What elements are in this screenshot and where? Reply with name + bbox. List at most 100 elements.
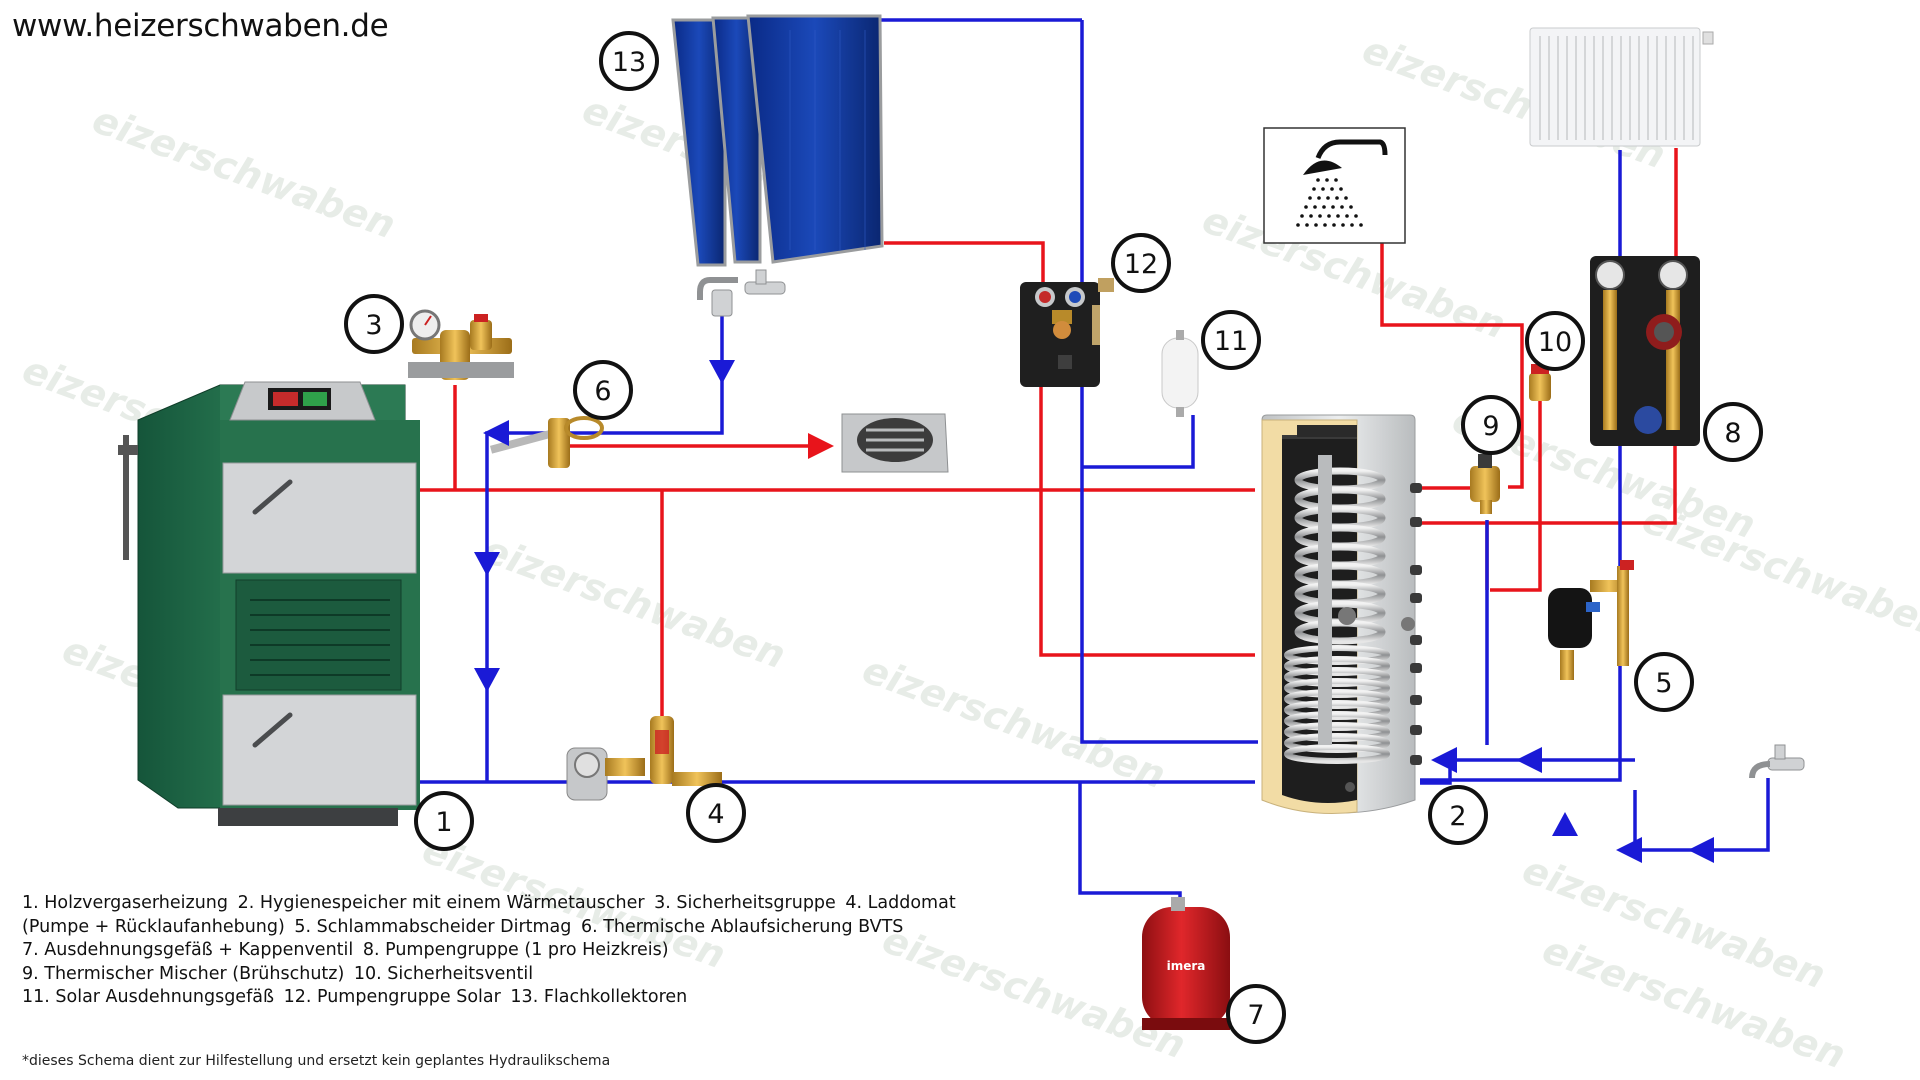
badge-1: 1 — [414, 791, 474, 851]
shower-drop — [1344, 196, 1348, 200]
dirt-separator — [1548, 560, 1634, 680]
shower-drop — [1318, 214, 1322, 218]
badge-label: 7 — [1247, 1000, 1264, 1031]
expansion-vessel: imera — [1142, 897, 1230, 1030]
safety-valve-line — [1490, 398, 1542, 592]
vessel-brand-label: imera — [1167, 959, 1206, 973]
tap-top — [697, 269, 786, 317]
solar-return-up — [1080, 20, 1258, 744]
solar-exp-branch — [1082, 415, 1195, 469]
shower-drop — [1322, 205, 1326, 209]
flow-arrow — [1688, 837, 1714, 863]
flow-arrow — [1616, 837, 1642, 863]
tank-port — [1410, 565, 1422, 575]
badge-label: 10 — [1538, 327, 1572, 358]
solar-supply-down — [1039, 385, 1255, 657]
shower-drop — [1313, 205, 1317, 209]
shower-drop — [1314, 223, 1318, 227]
flow-arrow — [1431, 747, 1457, 773]
tank-port — [1410, 593, 1422, 603]
shower-drop — [1334, 178, 1338, 182]
legend: 1. Holzvergaserheizung 2. Hygienespeiche… — [22, 892, 956, 1010]
badge-11: 11 — [1201, 310, 1261, 370]
solar-supply — [884, 241, 1045, 285]
shower-drop — [1332, 223, 1336, 227]
shower-drop — [1340, 205, 1344, 209]
flow-arrows — [474, 360, 1714, 863]
shower-drop — [1296, 223, 1300, 227]
safety-group — [408, 309, 514, 380]
legend-item-13: 13. Flachkollektoren — [510, 987, 688, 1007]
badge-label: 3 — [365, 310, 382, 341]
badge-5: 5 — [1634, 652, 1694, 712]
legend-item-9: 9. Thermischer Mischer (Brühschutz) — [22, 963, 345, 984]
badge-label: 13 — [612, 47, 646, 78]
flow-arrow — [709, 360, 735, 384]
shower-drop — [1326, 196, 1330, 200]
legend-item-4-cont: (Pumpe + Rücklaufanhebung) — [22, 916, 285, 937]
legend-item-10: 10. Sicherheitsventil — [353, 963, 534, 984]
shower-drop — [1339, 187, 1343, 191]
tank-port — [1410, 695, 1422, 705]
supply-pipes — [418, 148, 1678, 720]
heating-pump-group — [1590, 256, 1700, 446]
legend-item-5: 5. Schlammabscheider Dirtmag — [294, 916, 572, 937]
legend-item-8: 8. Pumpengruppe (1 pro Heizkreis) — [362, 940, 669, 960]
tank-port — [1410, 483, 1422, 493]
watermark-text: eizerschwaben — [1637, 497, 1920, 647]
shower-drop — [1345, 214, 1349, 218]
hygiene-storage-tank — [1261, 414, 1422, 814]
badge-label: 12 — [1124, 249, 1158, 280]
badge-label: 5 — [1655, 668, 1672, 699]
disclaimer: *dieses Schema dient zur Hilfestellung u… — [22, 1053, 611, 1069]
shower-drop — [1359, 223, 1363, 227]
tank-port — [1410, 755, 1422, 765]
shower-drop — [1316, 178, 1320, 182]
shower-drop — [1341, 223, 1345, 227]
thermal-discharge-valve — [489, 416, 604, 468]
legend-item-7: 7. Ausdehnungsgefäß + Kappenventil — [22, 940, 354, 960]
badge-2: 2 — [1428, 785, 1488, 845]
badge-4: 4 — [686, 783, 746, 843]
laddomat-unit — [566, 716, 722, 801]
badge-13: 13 — [599, 31, 659, 91]
badge-3: 3 — [344, 294, 404, 354]
shower-drop — [1323, 223, 1327, 227]
watermark-text: eizerschwaben — [87, 97, 401, 247]
badge-label: 11 — [1214, 326, 1248, 357]
shower-drop — [1308, 196, 1312, 200]
shower-drop — [1349, 205, 1353, 209]
solar-pump-station — [1020, 278, 1114, 387]
badge-9: 9 — [1461, 395, 1521, 455]
badge-6: 6 — [573, 360, 633, 420]
legend-item-12: 12. Pumpengruppe Solar — [283, 987, 501, 1007]
shower-drop — [1300, 214, 1304, 218]
badge-label: 4 — [707, 799, 724, 830]
tank-port — [1410, 663, 1422, 673]
watermark-text: eizerschwaben — [477, 527, 791, 677]
flow-arrow — [474, 552, 500, 576]
badge-10: 10 — [1525, 311, 1585, 371]
shower-drop — [1336, 214, 1340, 218]
watermark-text: eizerschwaben — [857, 647, 1171, 797]
legend-item-6: 6. Thermische Ablaufsicherung BVTS — [580, 916, 904, 937]
flow-arrow — [1516, 747, 1542, 773]
shower-drop — [1317, 196, 1321, 200]
shower-drop — [1350, 223, 1354, 227]
heating-supply — [1415, 440, 1677, 525]
legend-item-3: 3. Sicherheitsgruppe — [654, 893, 836, 913]
shower-drop — [1354, 214, 1358, 218]
badge-7: 7 — [1226, 984, 1286, 1044]
solar-expansion-vessel — [1161, 330, 1199, 417]
flow-arrow — [474, 668, 500, 692]
badge-8: 8 — [1703, 402, 1763, 462]
return-expansion-branch — [1078, 782, 1182, 902]
shower-box — [1263, 127, 1406, 244]
badge-12: 12 — [1111, 233, 1171, 293]
shower-drop — [1325, 178, 1329, 182]
flat-plate-collectors — [671, 14, 884, 267]
tank-port — [1410, 635, 1422, 645]
badge-label: 2 — [1449, 801, 1466, 832]
